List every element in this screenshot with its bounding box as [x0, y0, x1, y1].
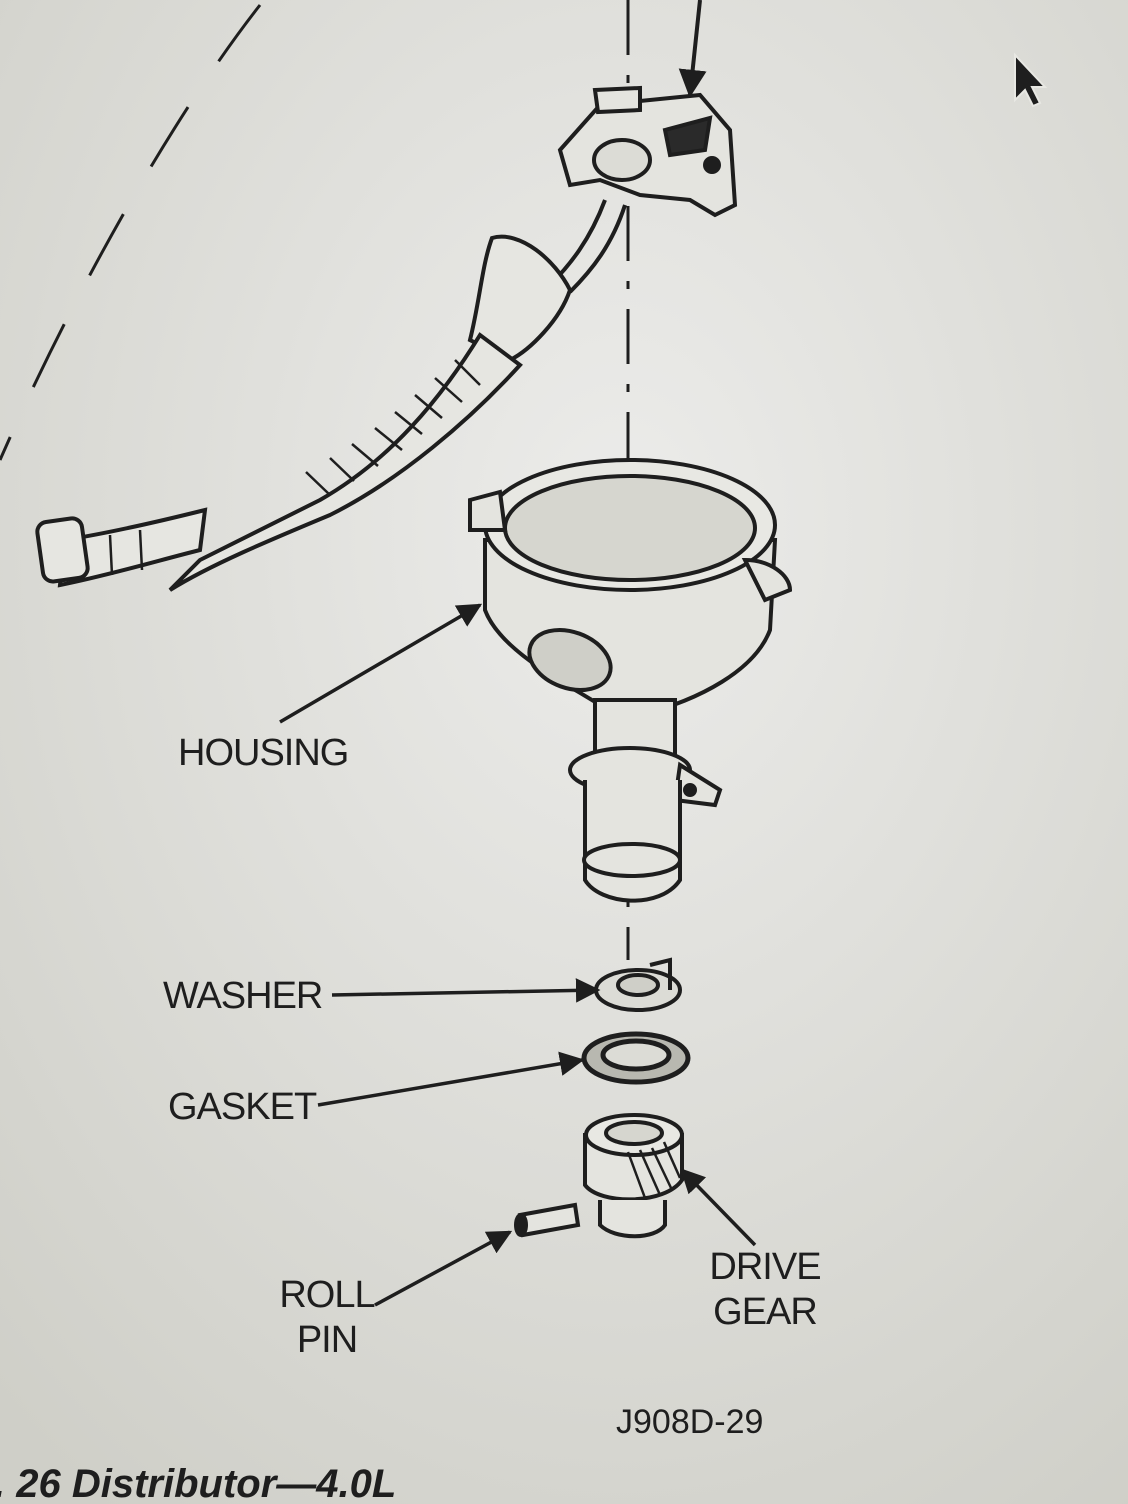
housing-leader-arrow	[279, 603, 483, 724]
gasket-label: GASKET	[168, 1086, 317, 1128]
washer-leader-arrow	[331, 978, 601, 1003]
roll-pin-leader-arrow	[374, 1230, 513, 1307]
housing-label: HOUSING	[178, 732, 349, 774]
mouse-pointer-icon	[1014, 52, 1048, 108]
pickup-arrow	[678, 0, 707, 98]
drive-gear-label-line2: GEAR	[713, 1291, 818, 1333]
washer	[594, 957, 682, 1012]
drive-gear-label-line1: DRIVE	[709, 1246, 821, 1288]
gasket	[581, 1031, 691, 1085]
housing	[468, 458, 793, 903]
gasket-leader-arrow	[317, 1051, 585, 1107]
pickup-sensor	[557, 85, 738, 218]
drive-gear-leader-arrow	[680, 1168, 757, 1247]
roll-pin-label-line2: PIN	[296, 1319, 358, 1361]
wiring-harness	[35, 199, 627, 592]
washer-label: WASHER	[163, 975, 323, 1017]
roll-pin	[514, 1202, 581, 1238]
figure-code: J908D-29	[616, 1403, 764, 1441]
cap-outline-dashed-arc	[0, 4, 262, 461]
figure-caption: . 26 Distributor—4.0L	[0, 1462, 397, 1504]
roll-pin-label-line1: ROLL	[279, 1274, 375, 1316]
